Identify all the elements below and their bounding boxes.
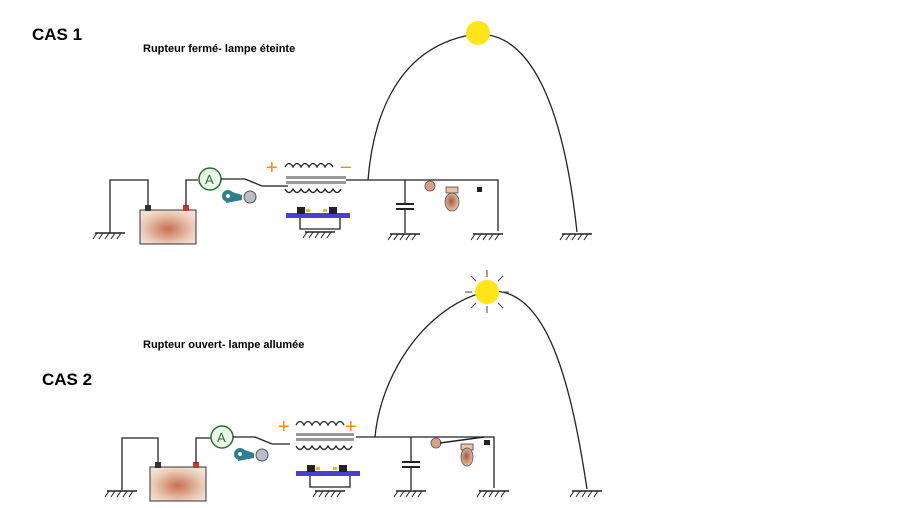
- ignition-key-2: [234, 436, 290, 462]
- ammeter-1: A: [198, 167, 245, 191]
- capacitor-1: [387, 180, 421, 241]
- case-2-caption: Rupteur ouvert- lampe allumée: [143, 339, 304, 351]
- cam-2: [460, 447, 474, 467]
- cam-1: [444, 192, 460, 212]
- coil-2-sign-right: +: [345, 416, 357, 438]
- battery-2: [104, 437, 211, 502]
- coil-1-sign-left: +: [266, 157, 278, 179]
- ammeter-2-label: A: [217, 430, 226, 445]
- case-1-caption: Rupteur fermé- lampe éteinte: [143, 43, 295, 55]
- ammeter-2: A: [210, 425, 255, 449]
- battery-plus-terminal: [183, 205, 189, 211]
- case-2: CAS 2 Rupteur ouvert- lampe allumée A: [42, 270, 603, 502]
- ignition-coil-2: + +: [278, 416, 360, 498]
- ht-lead-2: [374, 290, 588, 490]
- battery-1: [92, 179, 198, 245]
- ignition-key-1: [222, 178, 272, 204]
- coil-1-electrodes: [286, 213, 350, 218]
- main-line-1: [346, 179, 499, 231]
- ammeter-1-label: A: [205, 172, 214, 187]
- coil-1-sign-right: −: [340, 157, 352, 179]
- case-1-title: CAS 1: [32, 25, 82, 44]
- breaker-1: [424, 180, 504, 241]
- coil-2-sign-left: +: [278, 416, 290, 438]
- lamp-on: [465, 270, 509, 313]
- battery-minus-terminal: [145, 205, 151, 211]
- case-2-title: CAS 2: [42, 370, 92, 389]
- ht-lead-1: [367, 33, 578, 233]
- capacitor-2: [393, 437, 427, 498]
- case-1: CAS 1 Rupteur fermé- lampe éteinte A: [32, 21, 593, 245]
- lamp-off: [466, 21, 490, 45]
- ignition-coil-1: + −: [266, 157, 352, 239]
- breaker-2: [430, 436, 510, 498]
